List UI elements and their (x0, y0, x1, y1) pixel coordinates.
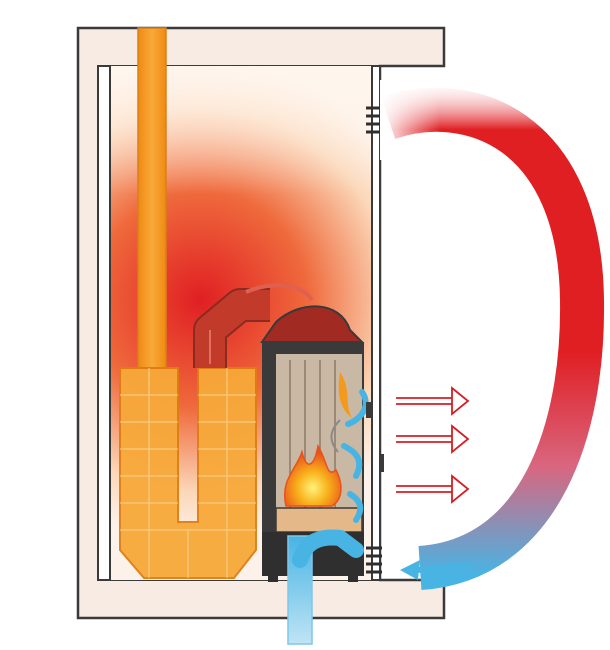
door-hinge (366, 402, 384, 472)
heat-accumulator (119, 367, 257, 579)
grille-icon (366, 106, 382, 134)
grille-icon (366, 546, 382, 574)
internal-cool-air-flow (341, 389, 369, 523)
fire-icon (284, 372, 352, 507)
radiant-heat (396, 386, 470, 504)
fresh-air-inlet (287, 529, 364, 645)
flue-pipe (137, 27, 167, 369)
hot-air-outflow (380, 80, 605, 590)
connector-pipe (193, 283, 314, 368)
cool-air-return (400, 560, 471, 580)
